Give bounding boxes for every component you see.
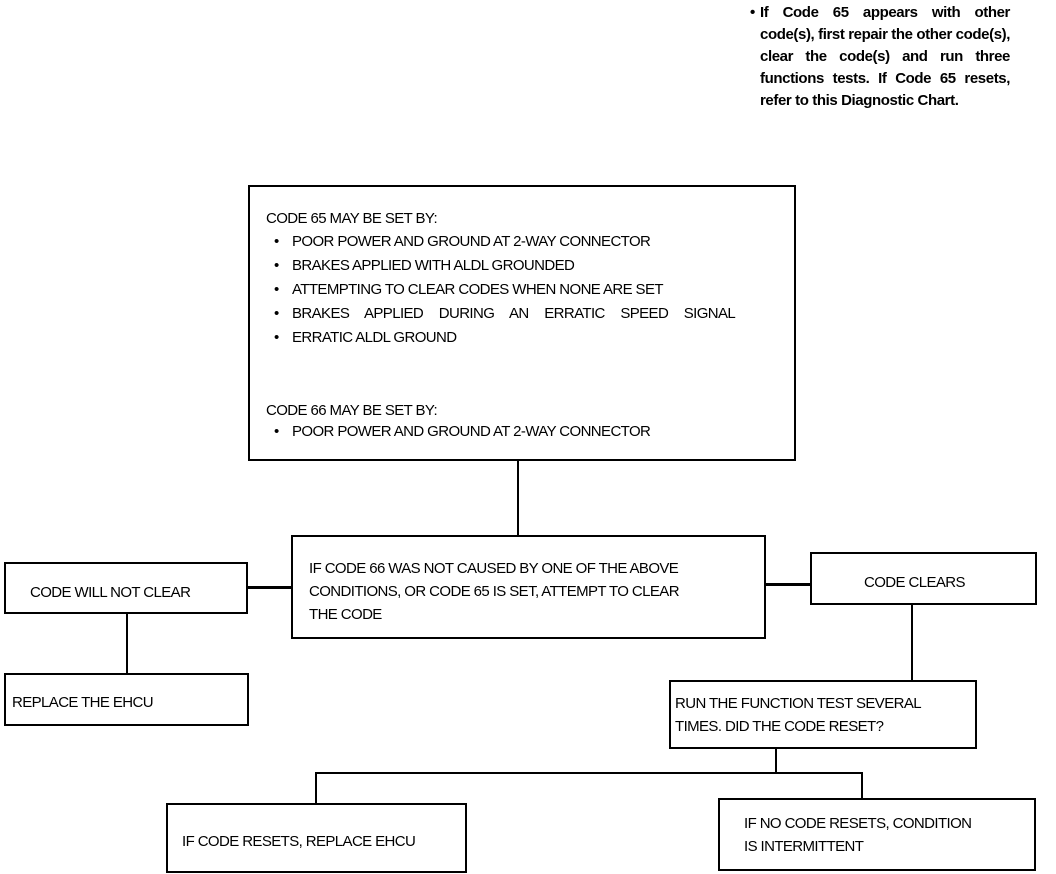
cause-item: ATTEMPTING TO CLEAR CODES WHEN NONE ARE … [270,278,776,302]
code65-heading: CODE 65 MAY BE SET BY: [266,210,438,227]
run-test-line: TIMES. DID THE CODE RESET? [675,718,884,735]
attempt-clear-line: CONDITIONS, OR CODE 65 IS SET, ATTEMPT T… [309,583,680,600]
connector [315,772,317,804]
replace-ehcu-box: REPLACE THE EHCU [4,673,249,726]
connector [861,772,863,799]
cause-item: ERRATIC ALDL GROUND [270,326,776,350]
no-resets-box: IF NO CODE RESETS, CONDITION IS INTERMIT… [718,798,1036,871]
note-paragraph: • If Code 65 appears with other code(s),… [750,2,1010,112]
resets-box: IF CODE RESETS, REPLACE EHCU [166,803,467,873]
connector [775,748,777,774]
note-bullet: • [750,4,755,21]
connector [517,460,519,536]
resets-text: IF CODE RESETS, REPLACE EHCU [182,833,416,850]
replace-ehcu-text: REPLACE THE EHCU [12,694,154,711]
attempt-clear-box: IF CODE 66 WAS NOT CAUSED BY ONE OF THE … [291,535,766,639]
no-resets-line: IF NO CODE RESETS, CONDITION [744,815,972,832]
run-test-line: RUN THE FUNCTION TEST SEVERAL [675,695,922,712]
cause-item: POOR POWER AND GROUND AT 2-WAY CONNECTOR [270,230,776,254]
connector [764,583,811,586]
no-resets-line: IS INTERMITTENT [744,838,864,855]
code66-list: POOR POWER AND GROUND AT 2-WAY CONNECTOR [270,420,651,444]
code66-heading: CODE 66 MAY BE SET BY: [266,402,438,419]
cause-item: BRAKES APPLIED WITH ALDL GROUNDED [270,254,776,278]
connector [247,586,292,589]
cause-item: BRAKES APPLIED DURING AN ERRATIC SPEED S… [270,302,776,326]
connector [315,772,863,774]
code-clears-text: CODE CLEARS [864,574,966,591]
connector [126,613,128,674]
attempt-clear-line: THE CODE [309,606,382,623]
code65-list: POOR POWER AND GROUND AT 2-WAY CONNECTOR… [270,230,776,350]
attempt-clear-line: IF CODE 66 WAS NOT CAUSED BY ONE OF THE … [309,560,679,577]
cause-item: POOR POWER AND GROUND AT 2-WAY CONNECTOR [270,420,651,444]
note-text: If Code 65 appears with other code(s), f… [760,4,1010,109]
run-test-box: RUN THE FUNCTION TEST SEVERAL TIMES. DID… [669,680,977,749]
will-not-clear-text: CODE WILL NOT CLEAR [30,584,191,601]
will-not-clear-box: CODE WILL NOT CLEAR [4,562,248,614]
causes-box: CODE 65 MAY BE SET BY: POOR POWER AND GR… [248,185,796,461]
code-clears-box: CODE CLEARS [810,552,1037,605]
connector [911,604,913,681]
